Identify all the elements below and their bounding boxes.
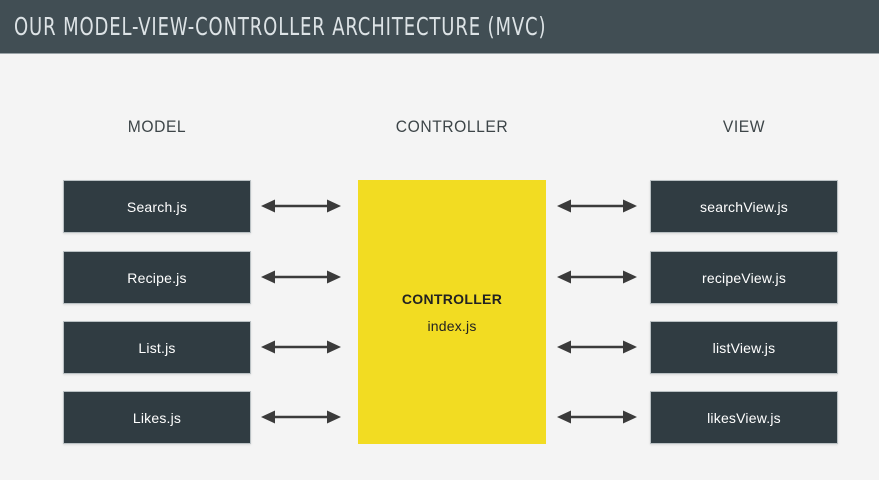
double-headed-arrow-icon-model-2 — [261, 270, 341, 284]
mvc-diagram-canvas: MODEL CONTROLLER VIEW Search.js Recipe.j… — [0, 54, 879, 480]
model-box-search: Search.js — [63, 180, 251, 233]
page-title: Our Model-View-Controller Architecture (… — [14, 12, 547, 41]
controller-box: CONTROLLER index.js — [358, 180, 546, 444]
double-headed-arrow-icon-model-1 — [261, 199, 341, 213]
model-box-recipe: Recipe.js — [63, 251, 251, 304]
column-heading-view: VIEW — [722, 117, 766, 136]
double-headed-arrow-icon-view-2 — [557, 270, 637, 284]
slide-header-bar: Our Model-View-Controller Architecture (… — [0, 0, 879, 54]
controller-box-title: CONTROLLER — [401, 290, 503, 307]
view-box-recipe-view: recipeView.js — [650, 251, 838, 304]
double-headed-arrow-icon-model-3 — [261, 340, 341, 354]
view-box-likes-view: likesView.js — [650, 391, 838, 444]
model-box-list: List.js — [63, 321, 251, 374]
double-headed-arrow-icon-view-1 — [557, 199, 637, 213]
double-headed-arrow-icon-model-4 — [261, 410, 341, 424]
double-headed-arrow-icon-view-4 — [557, 410, 637, 424]
double-headed-arrow-icon-view-3 — [557, 340, 637, 354]
column-heading-controller: CONTROLLER — [395, 117, 509, 136]
column-heading-model: MODEL — [127, 117, 187, 136]
view-box-list-view: listView.js — [650, 321, 838, 374]
model-box-likes: Likes.js — [63, 391, 251, 444]
controller-box-filename: index.js — [427, 317, 477, 334]
view-box-search-view: searchView.js — [650, 180, 838, 233]
